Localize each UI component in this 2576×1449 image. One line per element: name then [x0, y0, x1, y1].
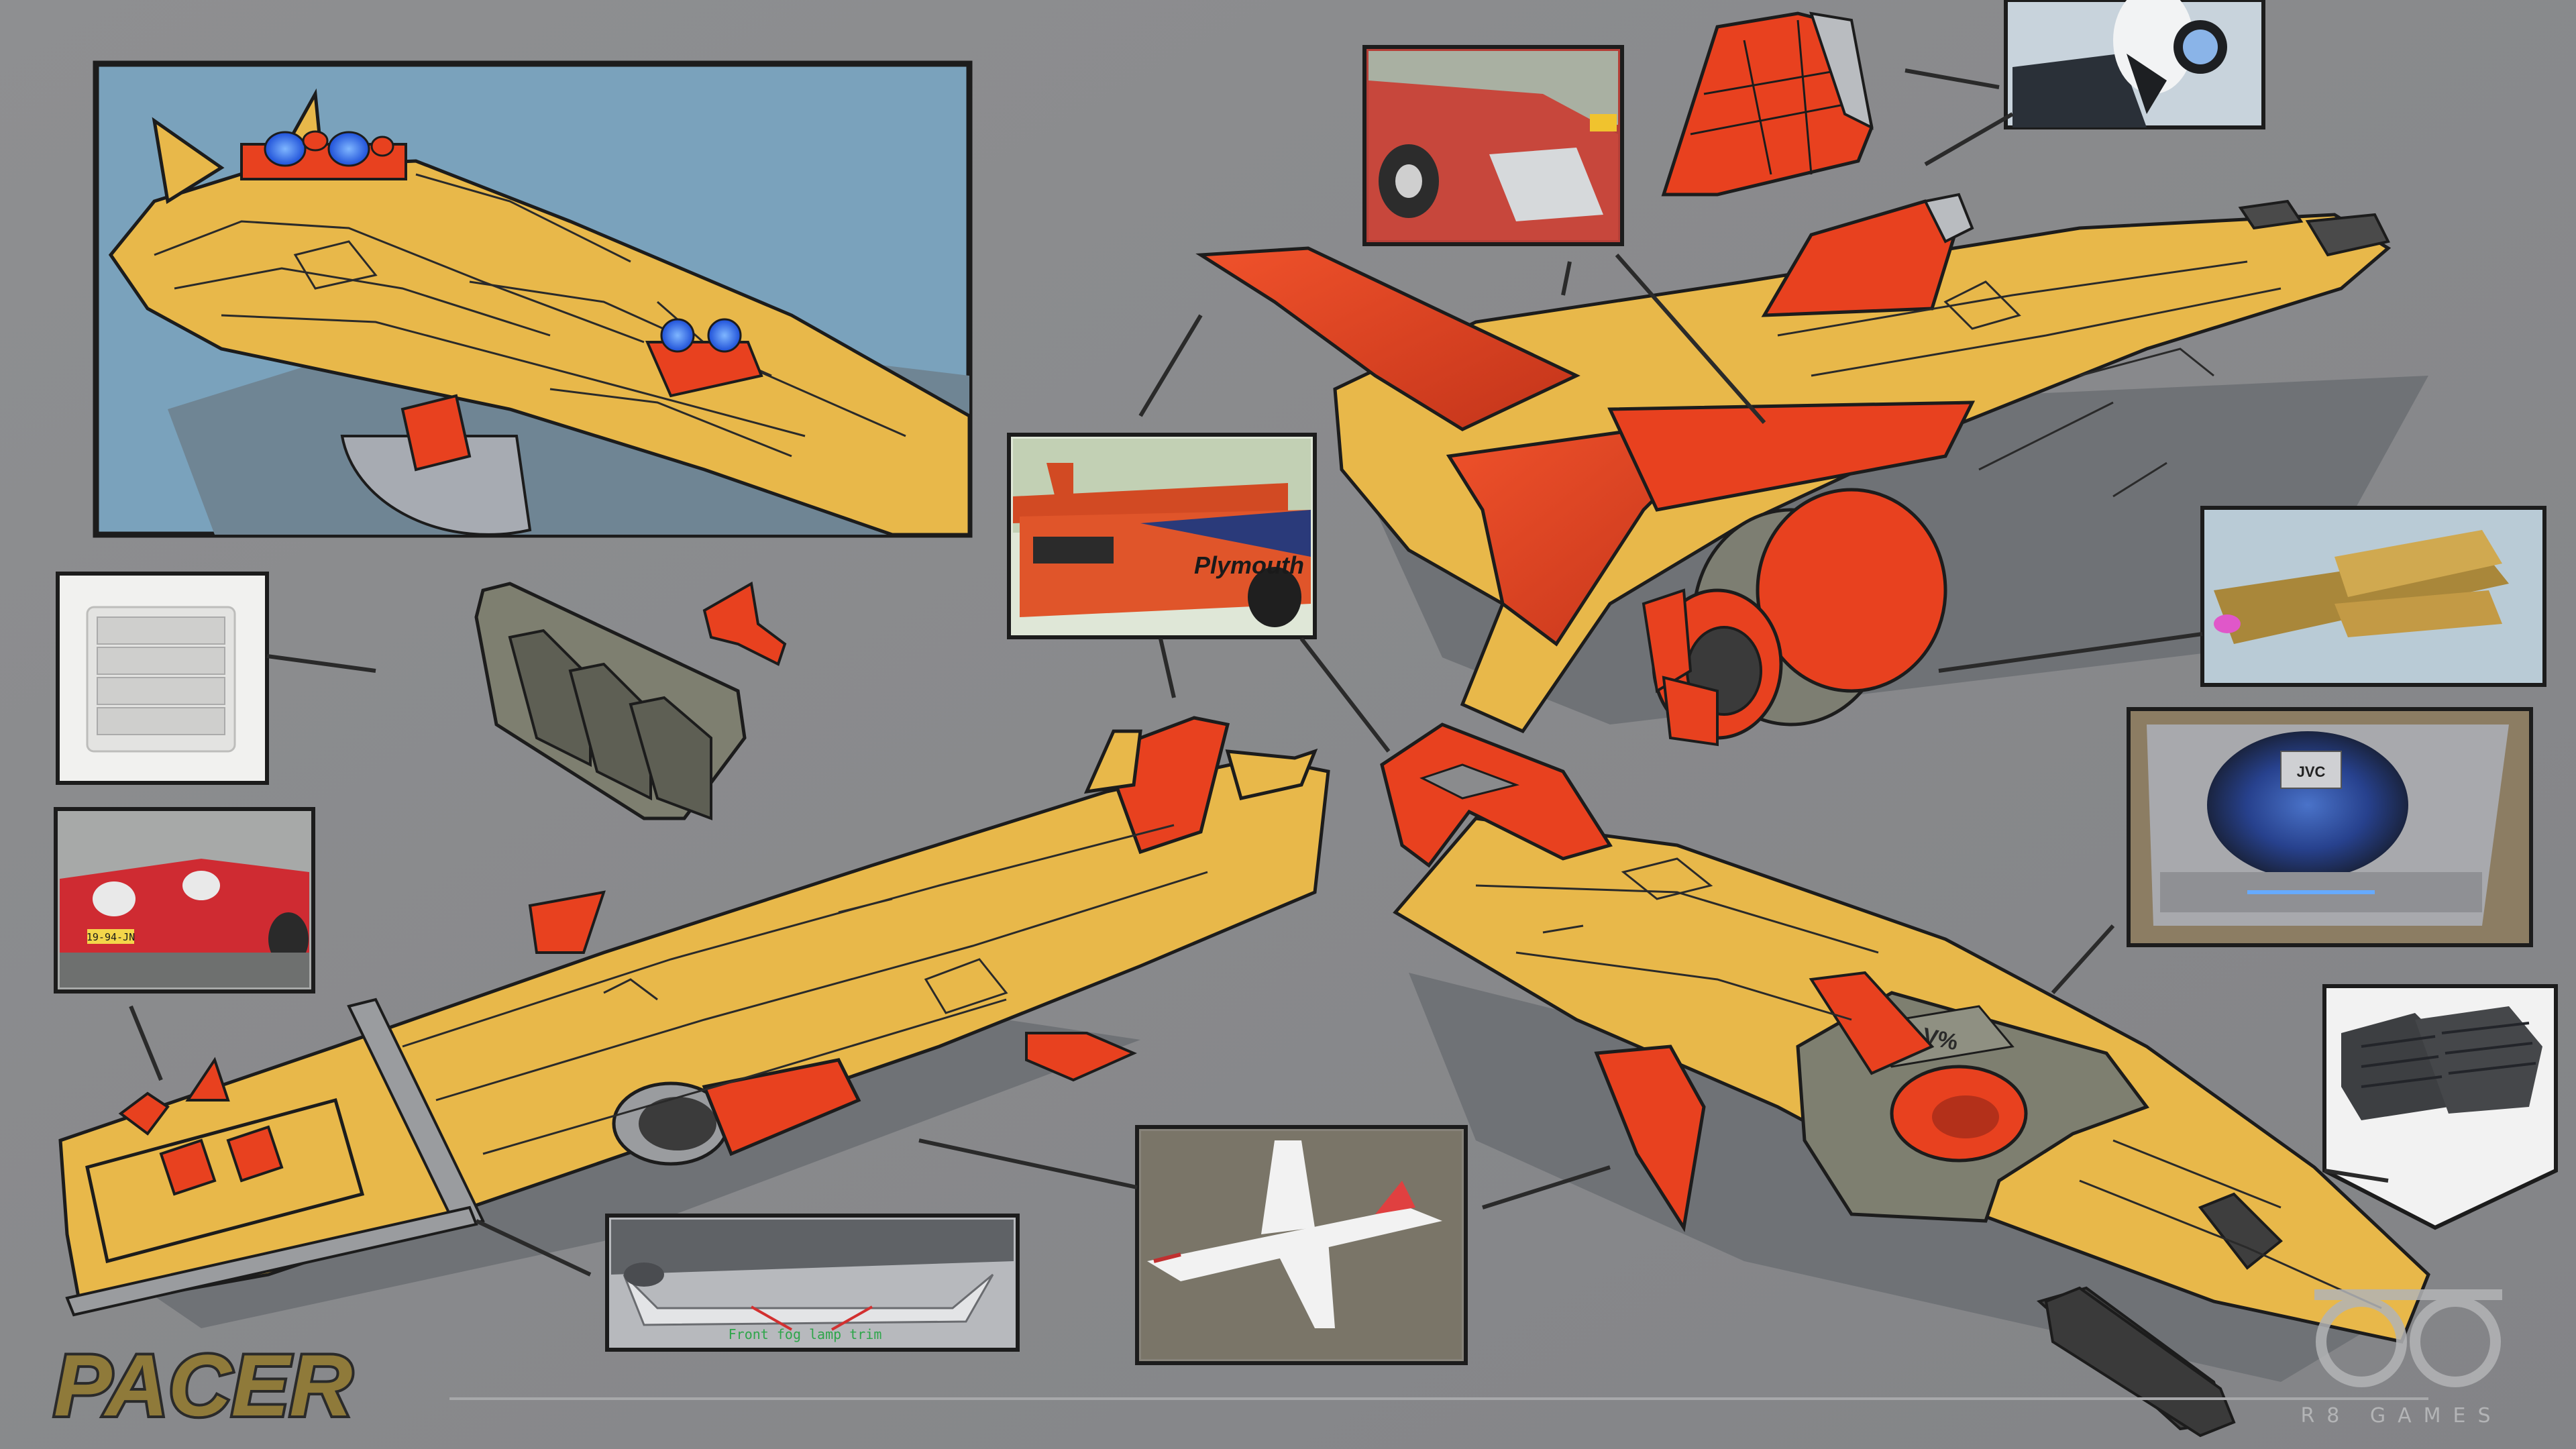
ref-car-tailfin [1362, 45, 1624, 246]
plymouth-caption: Plymouth [1194, 551, 1304, 579]
ref-motorcycle-dash [2004, 0, 2265, 129]
hull-band [347, 998, 485, 1230]
red-bracket-part [702, 581, 787, 666]
ref-cd-player: JVC [2127, 707, 2533, 947]
ref-x-plane [1135, 1125, 1468, 1365]
pacer-logo: PACER [51, 1334, 355, 1437]
ref-miata: 19-94-JN [54, 807, 315, 994]
ref-fog-lamp-trim: Front fog lamp trim [605, 1214, 1020, 1352]
ref-vent-louvre [56, 572, 269, 785]
miata-plate: 19-94-JN [87, 931, 135, 943]
light-bar-top [240, 130, 407, 180]
closeup-disc [340, 435, 532, 536]
connector-lines [129, 68, 2389, 1277]
wing-tall [1195, 246, 1580, 431]
game-title: PACER [54, 1336, 352, 1434]
ref-plymouth: Plymouth [1007, 433, 1317, 639]
cd-brand: JVC [2297, 763, 2326, 780]
closeup-panel [93, 60, 973, 538]
ship-bottom-left [58, 716, 1330, 1328]
vent-part [474, 582, 747, 820]
ref-rubber-stops [2322, 984, 2558, 1230]
studio-name: R8 GAMES [2300, 1404, 2502, 1428]
tailfin-part [1661, 11, 1874, 197]
side-intake [612, 1058, 861, 1166]
fog-lamp-caption: Front fog lamp trim [729, 1326, 882, 1342]
loop-fin [1380, 722, 1613, 868]
ref-engine-pod [2200, 506, 2546, 687]
ship-bottom-right: V% [1380, 722, 2430, 1431]
light-bar-side [645, 318, 763, 398]
studio-watermark: R8 GAMES [2300, 1289, 2502, 1428]
engine-pod [1642, 488, 1947, 747]
